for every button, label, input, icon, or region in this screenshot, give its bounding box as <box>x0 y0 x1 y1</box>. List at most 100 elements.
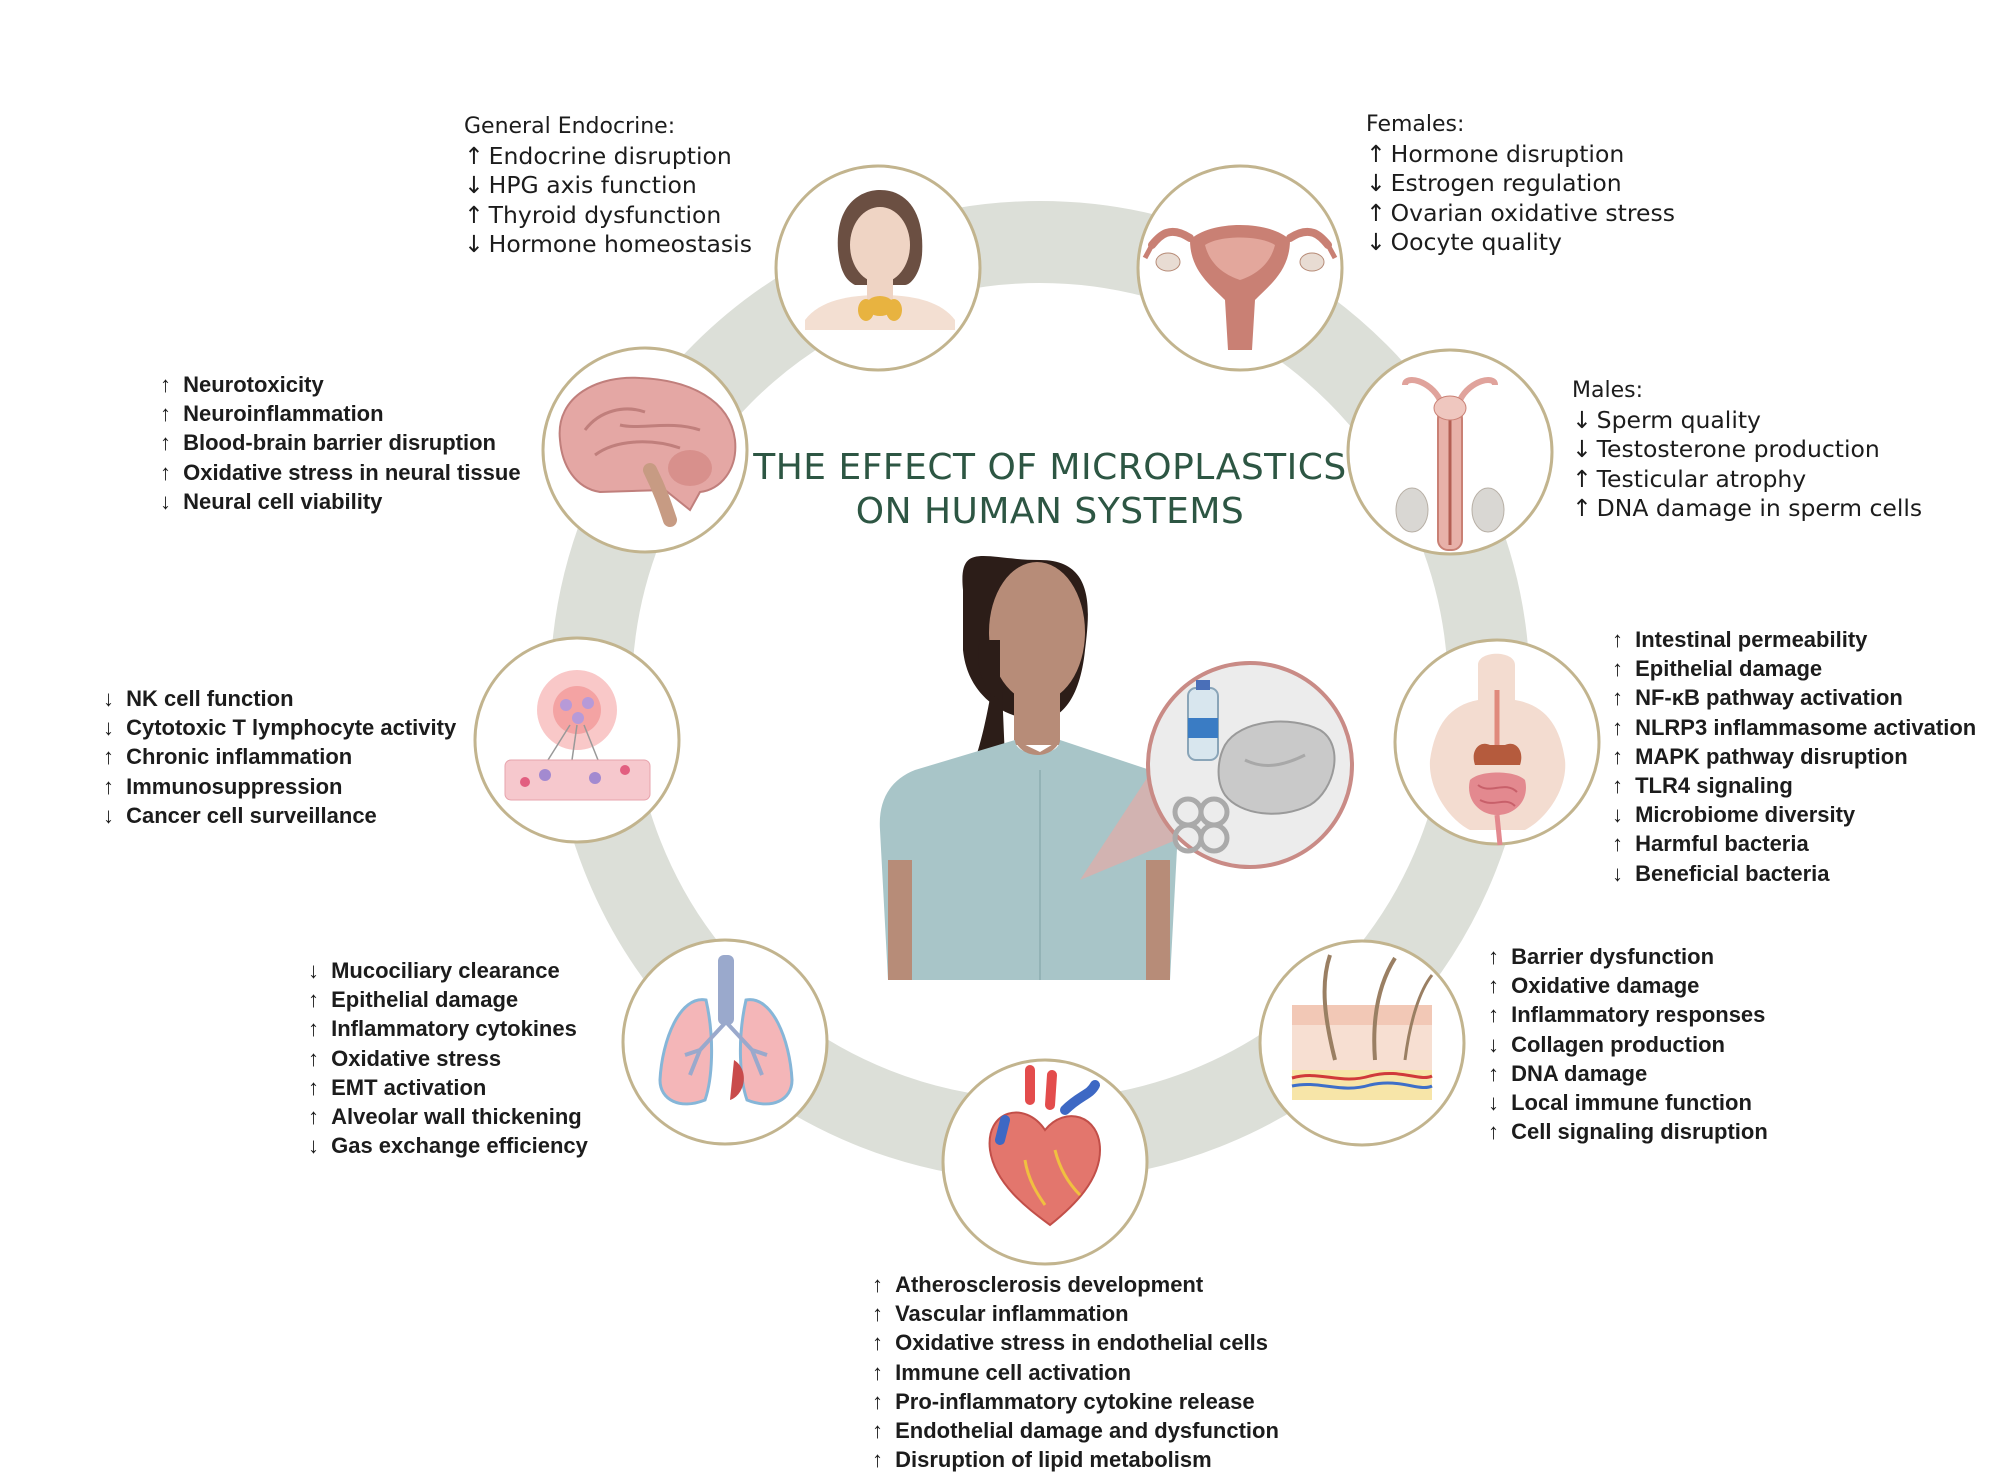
arrow-up-icon: ↑ <box>1366 198 1386 227</box>
effect-text: Sperm quality <box>1596 405 1761 434</box>
effect-item: ↑Testicular atrophy <box>1572 465 1922 495</box>
effect-text: Hormone disruption <box>1390 139 1625 168</box>
effect-item: ↑Inflammatory cytokines <box>308 1014 588 1043</box>
effect-text: Ovarian oxidative stress <box>1390 198 1675 227</box>
arrow-up-icon: ↑ <box>1612 743 1623 769</box>
effect-text: Atherosclerosis development <box>895 1272 1204 1297</box>
effect-text: Local immune function <box>1511 1090 1752 1116</box>
effect-item: ↑Neurotoxicity <box>160 370 521 399</box>
effect-item: ↑Epithelial damage <box>308 985 588 1014</box>
system-heading: Males: <box>1572 378 1643 403</box>
effect-item: ↑NLRP3 inflammasome activation <box>1612 713 1976 742</box>
arrow-up-icon: ↑ <box>1612 831 1623 857</box>
effect-text: Vascular inflammation <box>895 1301 1129 1327</box>
arrow-up-icon: ↑ <box>872 1388 883 1414</box>
effect-text: DNA damage in sperm cells <box>1596 494 1923 522</box>
effect-item: ↓Beneficial bacteria <box>1612 859 1976 888</box>
effect-text: Pro-inflammatory cytokine release <box>895 1388 1255 1414</box>
effect-text: Harmful bacteria <box>1635 831 1809 857</box>
nervous-system-node <box>541 346 749 554</box>
effect-text: Oxidative damage <box>1511 973 1700 999</box>
arrow-up-icon: ↑ <box>308 1045 319 1071</box>
effect-item: ↑Thyroid dysfunction <box>464 201 752 231</box>
arrow-down-icon: ↓ <box>464 230 484 258</box>
arrow-down-icon: ↓ <box>1612 802 1623 828</box>
effect-item: ↑ Disruption of lipid metabolism <box>872 1445 1302 1474</box>
skin-layers-icon <box>1291 954 1434 1100</box>
effect-text: Thyroid dysfunction <box>488 200 722 229</box>
effect-item: ↑Atherosclerosis development <box>872 1270 1302 1299</box>
title-line-2: ON HUMAN SYSTEMS <box>855 491 1245 532</box>
cardiovascular-node <box>941 1058 1149 1266</box>
arrow-up-icon: ↑ <box>872 1447 883 1473</box>
effect-text: Microbiome diversity <box>1635 802 1856 828</box>
arrow-up-icon: ↑ <box>464 141 484 170</box>
effect-text: Hormone homeostasis <box>488 230 752 258</box>
effect-item: ↓Cytotoxic T lymphocyte activity <box>103 713 456 742</box>
plastic-bottle-icon <box>1187 680 1219 761</box>
effect-item: ↑Hormone disruption <box>1366 140 1675 170</box>
effect-text: Endothelial damage and dysfunction <box>895 1418 1279 1444</box>
effect-text: Testosterone production <box>1596 435 1880 463</box>
respiratory-effects: ↓Mucociliary clearance↑Epithelial damage… <box>308 956 588 1160</box>
effect-item: ↓Neural cell viability <box>160 487 521 516</box>
effect-item: ↑ Blood-brain barrier disruption <box>160 428 521 457</box>
arrow-up-icon: ↑ <box>1612 656 1623 682</box>
effect-item: ↑ Harmful bacteria <box>1612 829 1976 858</box>
arrow-up-icon: ↑ <box>308 987 319 1013</box>
effect-text: Disruption of lipid metabolism <box>895 1447 1212 1473</box>
arrow-down-icon: ↓ <box>1488 1031 1499 1057</box>
effect-text: NF-κB pathway activation <box>1635 685 1903 711</box>
arrow-up-icon: ↑ <box>1366 139 1386 168</box>
arrow-up-icon: ↑ <box>160 401 171 427</box>
immune-cells-icon <box>504 670 651 801</box>
effect-text: Cytotoxic T lymphocyte activity <box>126 715 457 741</box>
lungs-icon <box>658 955 794 1106</box>
effect-text: Oxidative stress in endothelial cells <box>895 1330 1269 1356</box>
arrow-down-icon: ↓ <box>1366 169 1386 197</box>
arrow-up-icon: ↑ <box>1612 773 1623 799</box>
arrow-up-icon: ↑ <box>160 430 171 456</box>
effect-item: ↑Oxidative stress <box>308 1044 588 1073</box>
male-effects: Males: ↓Sperm quality↓Testosterone produc… <box>1572 376 1922 524</box>
effect-item: ↑ Pro-inflammatory cytokine release <box>872 1387 1302 1416</box>
arrow-up-icon: ↑ <box>1488 1060 1499 1086</box>
arrow-up-icon: ↑ <box>1612 714 1623 740</box>
effect-item: ↓Sperm quality <box>1572 406 1922 436</box>
cardiovascular-effects: ↑Atherosclerosis development↑Vascular in… <box>872 1270 1302 1480</box>
immune-system-node <box>473 636 681 844</box>
effect-text: Oocyte quality <box>1390 228 1562 256</box>
heart-icon <box>988 1065 1102 1227</box>
effect-text: MAPK pathway disruption <box>1635 743 1908 769</box>
skin-node <box>1258 939 1466 1147</box>
arrow-up-icon: ↑ <box>464 200 484 229</box>
nervous-effects: ↑Neurotoxicity↑Neuroinflammation↑Blood-b… <box>160 370 521 516</box>
effect-text: Epithelial damage <box>1635 656 1823 682</box>
effect-text: Cancer cell surveillance <box>126 802 377 828</box>
effect-item: ↑Endothelial damage and dysfunction <box>872 1416 1302 1445</box>
effect-text: Immunosuppression <box>126 773 343 799</box>
effect-text: EMT activation <box>331 1074 487 1100</box>
effect-text: Oxidative stress in neural tissue <box>183 459 521 485</box>
arrow-up-icon: ↑ <box>872 1330 883 1356</box>
effect-item: ↑NF-κB pathway activation <box>1612 683 1976 712</box>
arrow-down-icon: ↓ <box>160 488 171 514</box>
endocrine-effects: General Endocrine:↑Endocrine disruption↓… <box>464 112 752 260</box>
arrow-down-icon: ↓ <box>1572 405 1592 434</box>
arrow-down-icon: ↓ <box>1612 860 1623 886</box>
effect-item: ↑Intestinal permeability <box>1612 625 1976 654</box>
effect-item: ↑Alveolar wall thickening <box>308 1102 588 1131</box>
arrow-up-icon: ↑ <box>1488 1119 1499 1145</box>
effect-text: Testicular atrophy <box>1596 464 1807 493</box>
arrow-up-icon: ↑ <box>103 744 114 770</box>
arrow-up-icon: ↑ <box>872 1301 883 1327</box>
digestive-system-node <box>1393 638 1601 846</box>
digestive-system-icon <box>1429 653 1566 846</box>
effect-text: Blood-brain barrier disruption <box>183 430 496 456</box>
effect-text: Alveolar wall thickening <box>331 1104 582 1130</box>
arrow-up-icon: ↑ <box>160 459 171 485</box>
effect-text: Intestinal permeability <box>1635 627 1868 652</box>
effect-item: ↓NK cell function <box>103 684 456 713</box>
effect-item: ↑Oxidative damage <box>1488 971 1768 1000</box>
